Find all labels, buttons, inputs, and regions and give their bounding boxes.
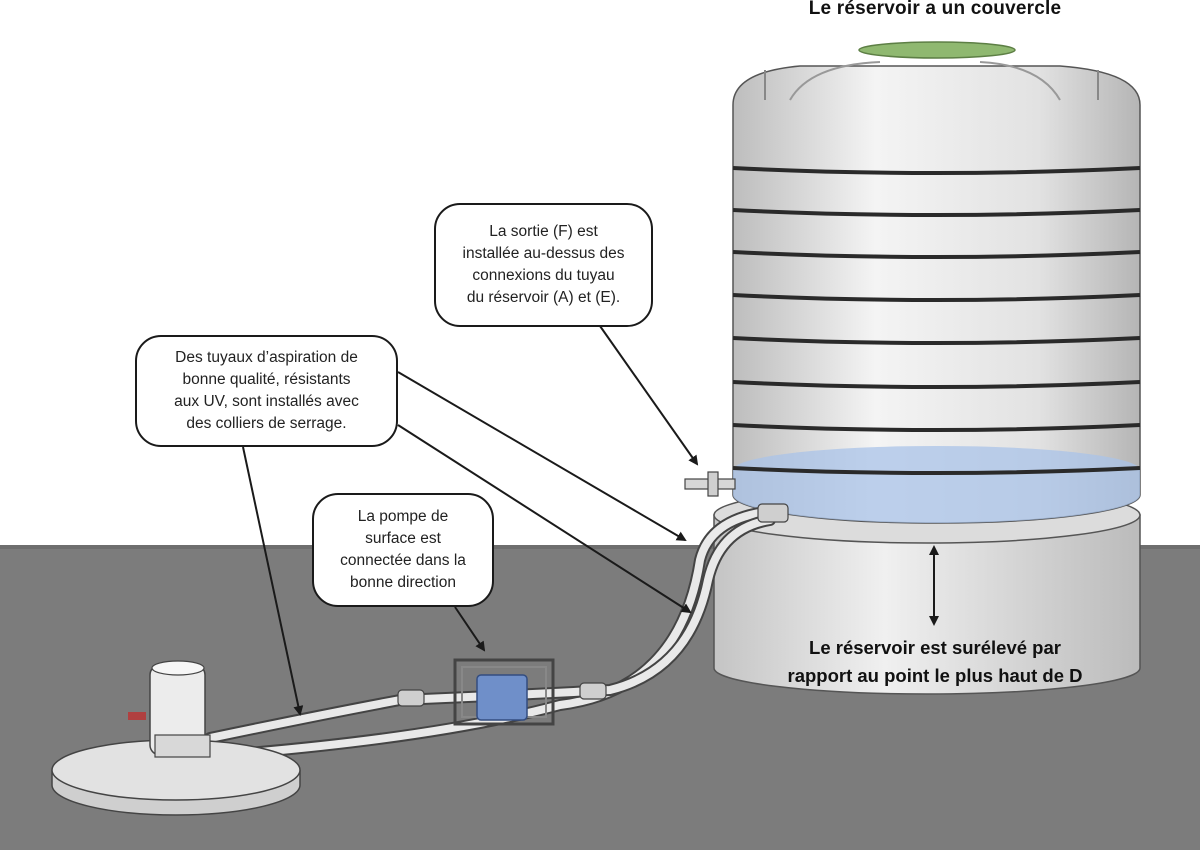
arrow-outlet (599, 325, 699, 466)
tank-elevation-label: Le réservoir est surélevé par rapport au… (787, 637, 1083, 686)
callout-pump: La pompe de surface est connectée dans l… (312, 493, 494, 607)
arrow-hoses-upper (397, 371, 687, 542)
well-d (51, 739, 301, 816)
arrow-hoses-left (242, 446, 304, 716)
outlet-valve (684, 471, 736, 497)
hose-fittings (397, 503, 789, 707)
callout-outlet: La sortie (F) est installée au-dessus de… (434, 203, 653, 327)
surface-pump (453, 658, 555, 726)
arrow-pump (454, 606, 486, 652)
callout-arrows (242, 325, 939, 716)
callout-hoses: Des tuyaux d’aspiration de bonne qualité… (135, 335, 398, 447)
water-tank (732, 61, 1141, 524)
water-level (733, 445, 1140, 524)
pressure-pump (128, 660, 211, 758)
tank-lid-label: Le réservoir a un couvercle (808, 0, 1062, 19)
ground-horizon (0, 545, 1200, 549)
arrow-hoses-lower (397, 424, 692, 614)
tank-lid (858, 41, 1016, 59)
